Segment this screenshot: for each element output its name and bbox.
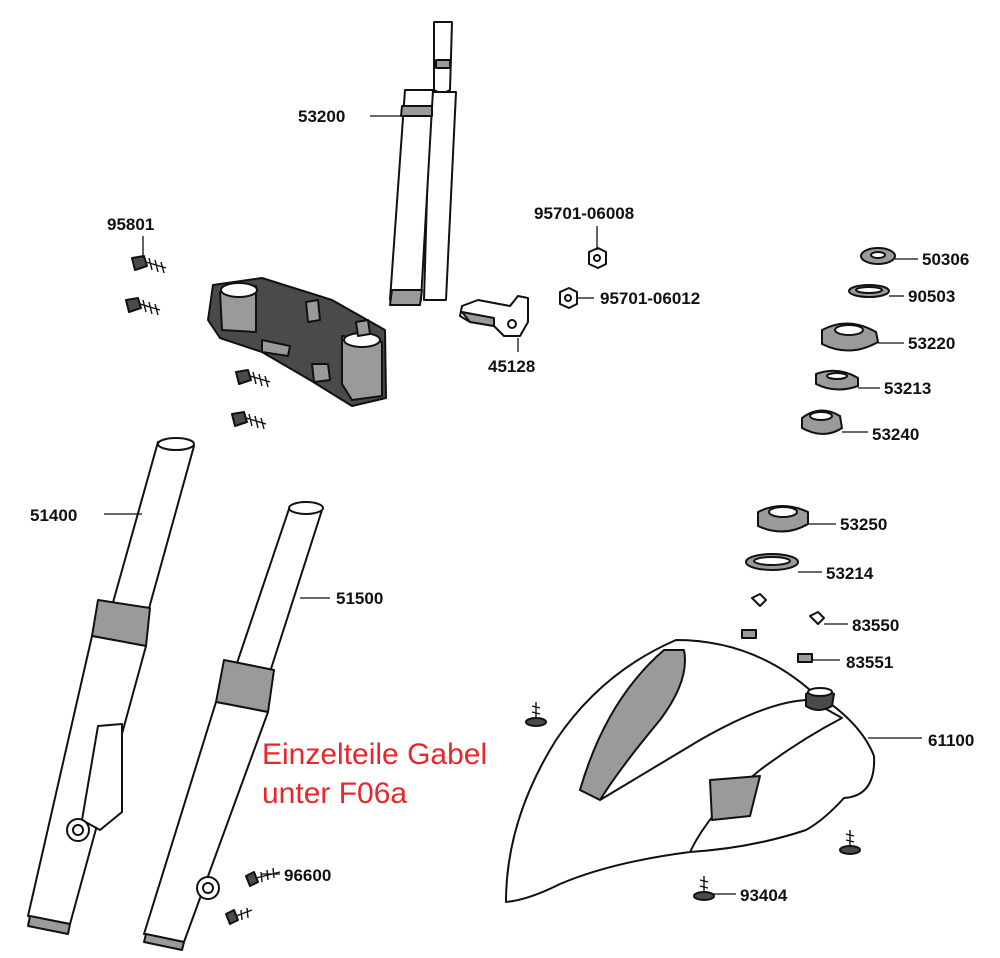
part-number-93404: 93404 (740, 886, 788, 905)
part-number-90503: 90503 (908, 287, 955, 306)
leader-lines (104, 115, 922, 895)
part-number-96600: 96600 (284, 866, 331, 885)
part-number-83550: 83550 (852, 616, 899, 635)
part-number-53250: 53250 (840, 515, 887, 534)
part-number-50306: 50306 (922, 250, 969, 269)
note-line-1: Einzelteile Gabel (262, 738, 488, 771)
part-number-45128: 45128 (488, 357, 535, 376)
fork-parts-note: Einzelteile Gabel unter F06a (262, 735, 487, 813)
stem-bracket-drawing (207, 277, 387, 407)
part-number-53240: 53240 (872, 425, 919, 444)
part-number-95701-06012: 95701-06012 (600, 289, 700, 308)
fork-leg-51400-drawing (27, 437, 195, 935)
bolts-96600-drawing (225, 867, 281, 925)
part-number-95801: 95801 (107, 215, 154, 234)
part-number-53220: 53220 (908, 334, 955, 353)
steering-stem-drawing (389, 21, 457, 306)
part-number-51400: 51400 (30, 506, 77, 525)
part-number-53200: 53200 (298, 107, 345, 126)
bearing-stack-drawing (741, 247, 896, 663)
part-number-83551: 83551 (846, 653, 893, 672)
bolts-95801-drawing (125, 255, 271, 430)
fork-leg-51500-drawing (143, 501, 324, 951)
part-number-95701-06008: 95701-06008 (534, 204, 634, 223)
part-number-53214: 53214 (826, 564, 874, 583)
part-number-51500: 51500 (336, 589, 383, 608)
bracket-45128-drawing (459, 295, 529, 337)
nuts-95701-drawing (559, 247, 607, 309)
part-number-61100: 61100 (928, 731, 974, 750)
note-line-2: unter F06a (262, 777, 408, 810)
front-fender-drawing (505, 639, 876, 903)
screws-93404-drawing (525, 702, 861, 901)
part-number-53213: 53213 (884, 379, 931, 398)
